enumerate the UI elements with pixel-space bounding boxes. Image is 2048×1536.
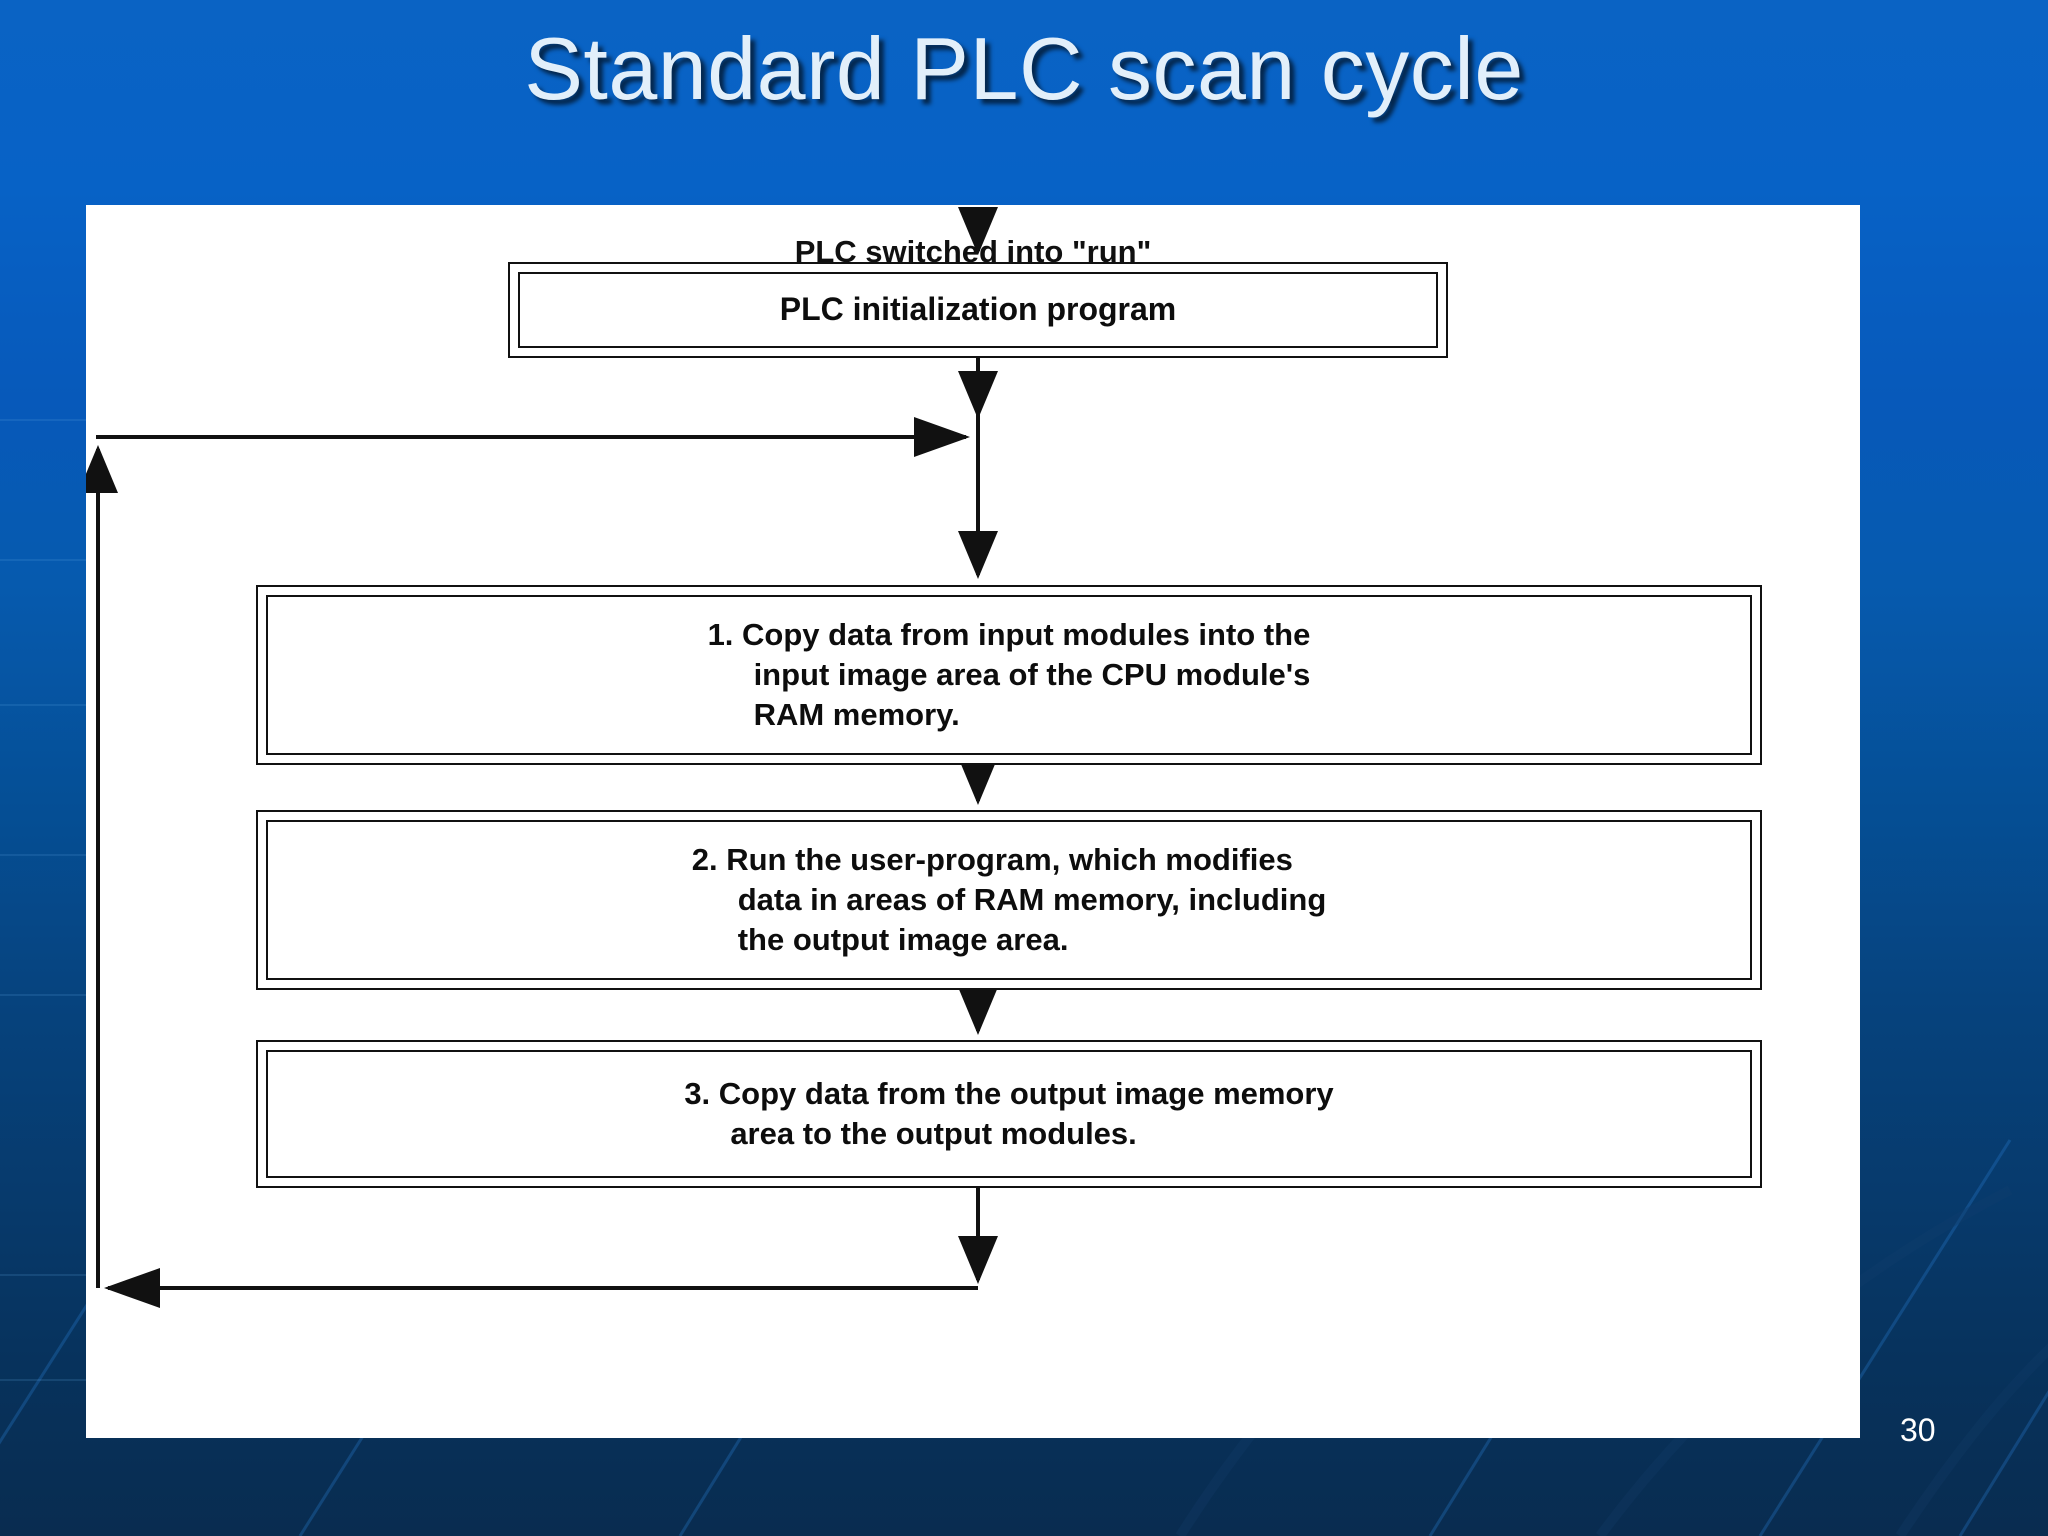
flowbox-step-2-label: 2. Run the user-program, which modifies … [691,841,1327,958]
flowbox-inner-border: PLC initialization program [518,272,1438,348]
flowbox-step-3-label: 3. Copy data from the output image memor… [684,1075,1334,1151]
flowbox-step-3: 3. Copy data from the output image memor… [256,1040,1762,1188]
flowbox-step-2: 2. Run the user-program, which modifies … [256,810,1762,990]
flowbox-inner-border: 2. Run the user-program, which modifies … [266,820,1752,980]
page-number: 30 [1900,1412,1936,1448]
flowchart: PLC switched into "run" PLC initializati… [86,205,1860,1438]
diagram-panel: PLC switched into "run" PLC initializati… [86,205,1860,1438]
page-title: Standard PLC scan cycle [524,19,1524,118]
flowbox-initialization-label: PLC initialization program [779,291,1177,328]
flowbox-step-1-label: 1. Copy data from input modules into the… [707,616,1311,733]
flowbox-step-1: 1. Copy data from input modules into the… [256,585,1762,765]
flowchart-connectors [86,207,998,1308]
flowbox-inner-border: 3. Copy data from the output image memor… [266,1050,1752,1178]
flowbox-initialization: PLC initialization program [508,262,1448,358]
flowbox-inner-border: 1. Copy data from input modules into the… [266,595,1752,755]
